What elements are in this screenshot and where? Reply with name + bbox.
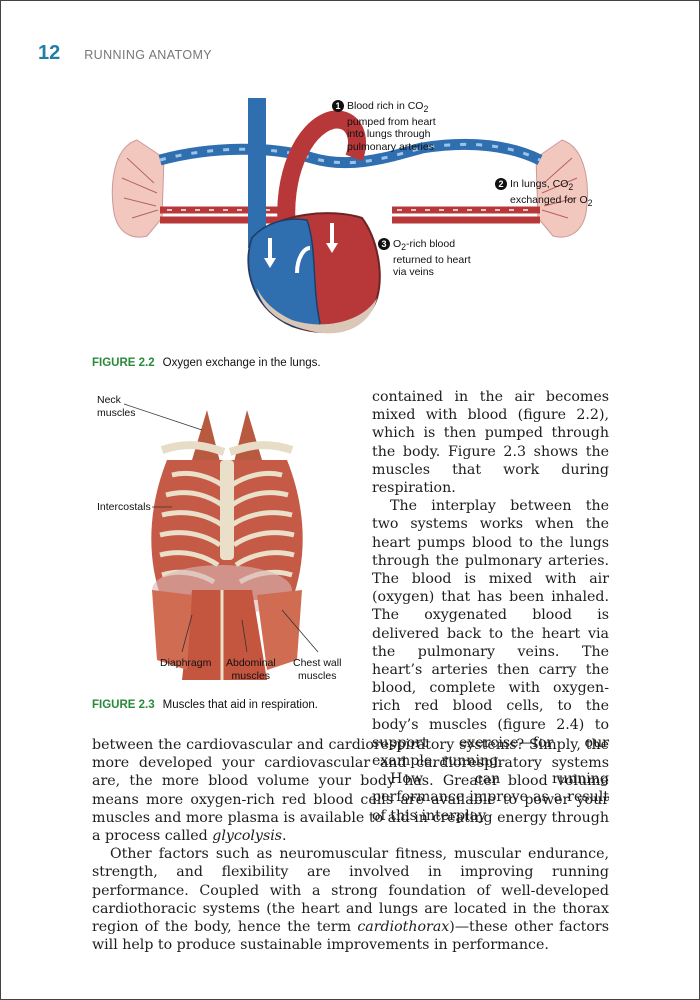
text-run: Other factors such as neuromuscular fitn… bbox=[92, 846, 609, 936]
text-run: . bbox=[282, 828, 287, 845]
callout-text: In lungs, CO bbox=[510, 178, 569, 190]
callout-sub: 2 bbox=[423, 104, 429, 115]
paragraph: The interplay between the two systems wo… bbox=[372, 498, 609, 770]
callout-text: pulmonary arteries bbox=[347, 140, 434, 153]
right-lung bbox=[535, 139, 588, 238]
callout-text: O bbox=[393, 238, 402, 250]
label-line: Neck bbox=[97, 394, 121, 406]
callout-number: 1 bbox=[332, 100, 344, 112]
left-lung bbox=[111, 139, 165, 238]
figure-2-2-caption: FIGURE 2.2 Oxygen exchange in the lungs. bbox=[92, 357, 321, 369]
callout-text: exchanged for O bbox=[510, 193, 588, 206]
callout-number: 3 bbox=[378, 238, 390, 250]
paragraph: Other factors such as neuromuscular fitn… bbox=[92, 845, 609, 954]
callout-text: into lungs through bbox=[347, 128, 431, 141]
page-header: 12 RUNNING ANATOMY bbox=[38, 42, 212, 65]
label-line: muscles bbox=[297, 669, 337, 682]
caption-text: Muscles that aid in respiration. bbox=[162, 699, 318, 711]
caption-label: FIGURE 2.2 bbox=[92, 357, 155, 369]
callout-text: -rich blood bbox=[406, 238, 456, 250]
label-line: Abdominal bbox=[226, 657, 276, 669]
callout-text: Blood rich in CO bbox=[347, 100, 424, 112]
figure-2-3-caption: FIGURE 2.3 Muscles that aid in respiratio… bbox=[92, 699, 318, 711]
caption-text: Oxygen exchange in the lungs. bbox=[162, 357, 321, 369]
callout-sub: 2 bbox=[401, 242, 407, 253]
text-run: )—these other factors will help to produ… bbox=[92, 919, 609, 954]
callout-text: pumped from heart bbox=[347, 115, 436, 128]
page-number: 12 bbox=[38, 42, 61, 64]
italic-term: glycolysis bbox=[212, 828, 283, 845]
label-diaphragm: Diaphragm bbox=[160, 657, 212, 669]
label-line: Chest wall bbox=[293, 657, 342, 669]
label-intercostals: Intercostals bbox=[97, 501, 151, 513]
label-line: muscles bbox=[97, 406, 136, 419]
callout-text: returned to heart bbox=[393, 253, 471, 266]
callout-sub: 2 bbox=[587, 197, 593, 208]
callout-text: via veins bbox=[393, 266, 434, 279]
text-run: between the cardiovascular and cardiores… bbox=[92, 737, 609, 845]
right-column-text: contained in the air becomes mixed with … bbox=[372, 388, 609, 825]
paragraph: contained in the air becomes mixed with … bbox=[372, 389, 609, 497]
italic-term: cardiothorax bbox=[357, 919, 450, 936]
caption-label: FIGURE 2.3 bbox=[92, 699, 155, 711]
heart-lungs-illustration bbox=[111, 98, 588, 334]
callout-number: 2 bbox=[495, 178, 507, 190]
label-line: muscles bbox=[231, 669, 271, 682]
torso-muscles-illustration bbox=[123, 403, 319, 680]
paragraph: between the cardiovascular and cardiores… bbox=[92, 736, 609, 845]
paragraph: How can running performance improve as a… bbox=[372, 771, 609, 824]
running-head: RUNNING ANATOMY bbox=[84, 48, 213, 62]
callout-sub: 2 bbox=[568, 182, 574, 193]
full-width-text: between the cardiovascular and cardiores… bbox=[92, 736, 609, 954]
abdominal-muscles bbox=[182, 590, 267, 680]
